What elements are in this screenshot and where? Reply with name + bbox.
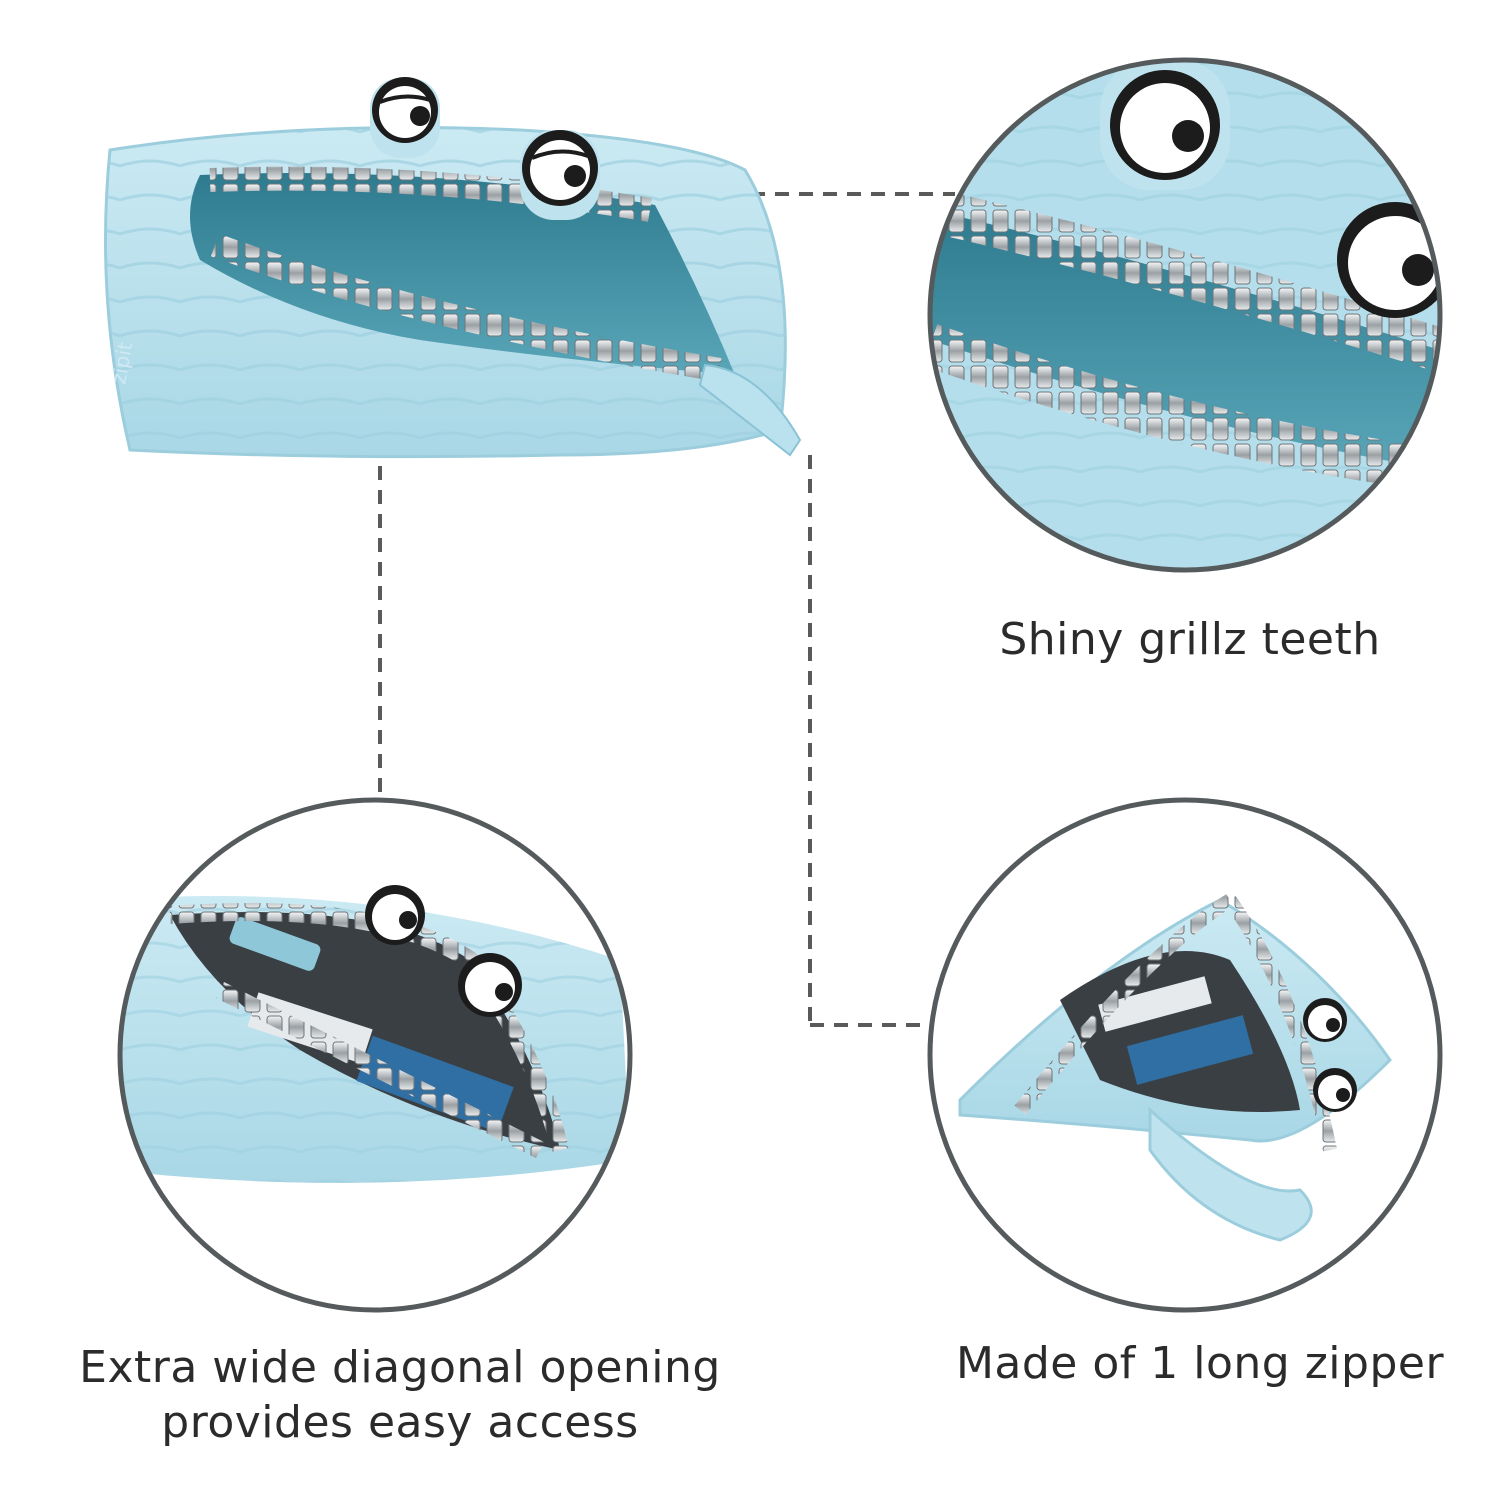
caption-opening-line2: provides easy access	[161, 1397, 639, 1448]
eye-right-icon	[520, 130, 600, 220]
caption-opening-line1: Extra wide diagonal opening	[79, 1342, 721, 1393]
opening-closeup-image	[117, 797, 633, 1313]
zipper-eye-top-icon	[1303, 998, 1347, 1042]
caption-opening: Extra wide diagonal opening provides eas…	[60, 1340, 740, 1450]
main-pouch-image: zipit	[104, 77, 802, 459]
eye-left-icon	[370, 77, 440, 158]
zipper-unrolled-image	[927, 797, 1443, 1313]
teeth-closeup-image	[927, 57, 1443, 573]
opening-eye-right-icon	[458, 953, 522, 1017]
caption-teeth: Shiny grillz teeth	[999, 614, 1381, 665]
closeup-eye-top-icon	[1100, 60, 1230, 190]
opening-eye-top-icon	[365, 885, 425, 945]
zipper-eye-bottom-icon	[1313, 1068, 1357, 1112]
caption-zipper: Made of 1 long zipper	[955, 1338, 1445, 1389]
